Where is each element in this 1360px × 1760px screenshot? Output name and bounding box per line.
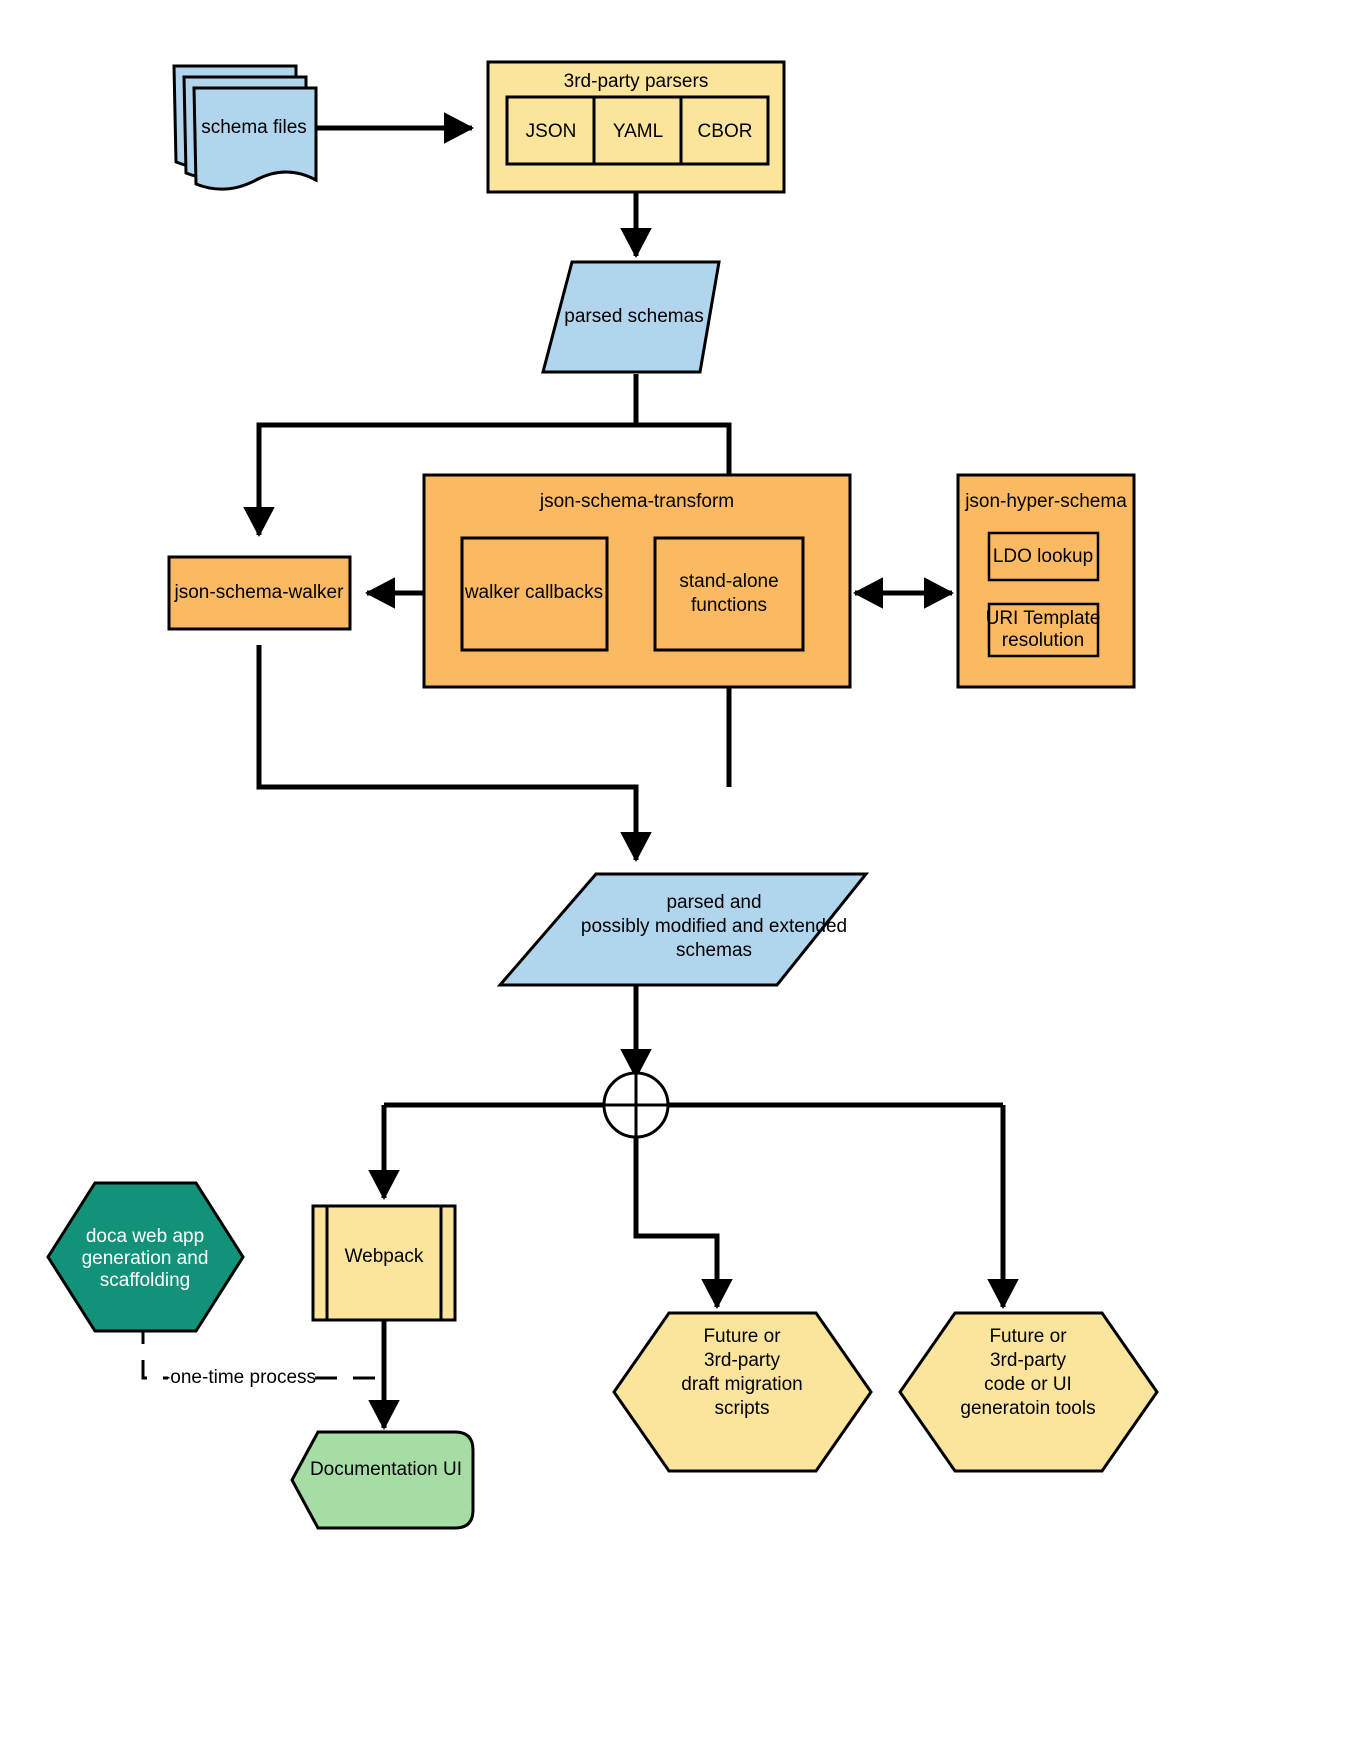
doca-web-app-label-line1: doca web app xyxy=(86,1226,204,1247)
future-code-ui-tools-label-line4: generatoin tools xyxy=(960,1398,1095,1419)
label-one-time-process: -one-time process xyxy=(164,1363,316,1391)
parser-item-yaml[interactable]: YAML xyxy=(592,95,683,166)
node-documentation-ui[interactable]: Documentation UI xyxy=(290,1430,475,1530)
node-future-draft-migration[interactable]: Future or 3rd-party draft migration scri… xyxy=(612,1311,873,1473)
parser-item-json[interactable]: JSON xyxy=(505,95,596,166)
webpack-label: Webpack xyxy=(345,1246,424,1267)
documentation-ui-label: Documentation UI xyxy=(310,1459,462,1480)
json-schema-transform-label: json-schema-transform xyxy=(539,491,734,512)
uri-template-resolution-label-line2: resolution xyxy=(1002,630,1084,651)
parsed-modified-label-line2: possibly modified and extended xyxy=(581,916,847,937)
node-doca-web-app[interactable]: doca web app generation and scaffolding xyxy=(46,1181,245,1333)
future-draft-migration-label-line4: scripts xyxy=(715,1398,770,1419)
future-code-ui-tools-label-line2: 3rd-party xyxy=(990,1350,1067,1371)
hyperschema-child-uri-template-resolution[interactable]: URI Template resolution xyxy=(986,602,1101,658)
ldo-lookup-label: LDO lookup xyxy=(993,546,1093,567)
edge-walker-down-bus xyxy=(256,645,652,863)
node-future-code-ui-tools[interactable]: Future or 3rd-party code or UI generatoi… xyxy=(898,1311,1159,1473)
node-third-party-parsers[interactable]: 3rd-party parsers JSON YAML CBOR xyxy=(486,60,786,194)
future-draft-migration-label-line1: Future or xyxy=(703,1326,781,1347)
parser-cbor-label: CBOR xyxy=(698,121,753,142)
json-schema-walker-label: json-schema-walker xyxy=(174,582,345,603)
one-time-process-text: -one-time process xyxy=(164,1367,316,1388)
future-code-ui-tools-label-line1: Future or xyxy=(989,1326,1067,1347)
node-webpack[interactable]: Webpack xyxy=(311,1204,457,1322)
walker-callbacks-label: walker callbacks xyxy=(464,582,603,603)
parsed-modified-label-line1: parsed and xyxy=(666,892,761,913)
edge-junction-fanout xyxy=(368,1102,1019,1310)
json-hyper-schema-label: json-hyper-schema xyxy=(964,491,1127,512)
transform-child-stand-alone-functions[interactable]: stand-alone functions xyxy=(653,536,805,652)
node-json-hyper-schema[interactable]: json-hyper-schema LDO lookup URI Templat… xyxy=(956,473,1136,689)
uri-template-resolution-label-line1: URI Template xyxy=(986,608,1101,629)
parsed-modified-label-line3: schemas xyxy=(676,940,752,961)
transform-child-walker-callbacks[interactable]: walker callbacks xyxy=(460,536,609,652)
parser-yaml-label: YAML xyxy=(613,121,663,142)
node-parsed-modified-schemas[interactable]: parsed and possibly modified and extende… xyxy=(496,872,870,987)
node-json-schema-transform[interactable]: json-schema-transform walker callbacks s… xyxy=(422,473,852,689)
node-schema-files[interactable]: schema files xyxy=(172,64,318,191)
third-party-parsers-label: 3rd-party parsers xyxy=(564,71,709,92)
stand-alone-functions-label-line2: functions xyxy=(691,595,767,616)
node-json-schema-walker[interactable]: json-schema-walker xyxy=(167,555,352,631)
doca-web-app-label-line3: scaffolding xyxy=(100,1270,191,1291)
hyperschema-child-ldo-lookup[interactable]: LDO lookup xyxy=(987,531,1100,582)
parsed-schemas-label: parsed schemas xyxy=(564,306,703,327)
parser-json-label: JSON xyxy=(526,121,577,142)
node-parsed-schemas[interactable]: parsed schemas xyxy=(541,260,721,374)
node-fan-out-junction[interactable] xyxy=(602,1071,670,1139)
schema-files-label: schema files xyxy=(201,117,307,138)
future-draft-migration-label-line2: 3rd-party xyxy=(704,1350,781,1371)
doca-web-app-label-line2: generation and xyxy=(82,1248,209,1269)
future-draft-migration-label-line3: draft migration xyxy=(681,1374,802,1395)
parser-item-cbor[interactable]: CBOR xyxy=(679,95,770,166)
edge-one-time-process xyxy=(141,1322,386,1420)
stand-alone-functions-label-line1: stand-alone xyxy=(679,571,778,592)
future-code-ui-tools-label-line3: code or UI xyxy=(984,1374,1072,1395)
